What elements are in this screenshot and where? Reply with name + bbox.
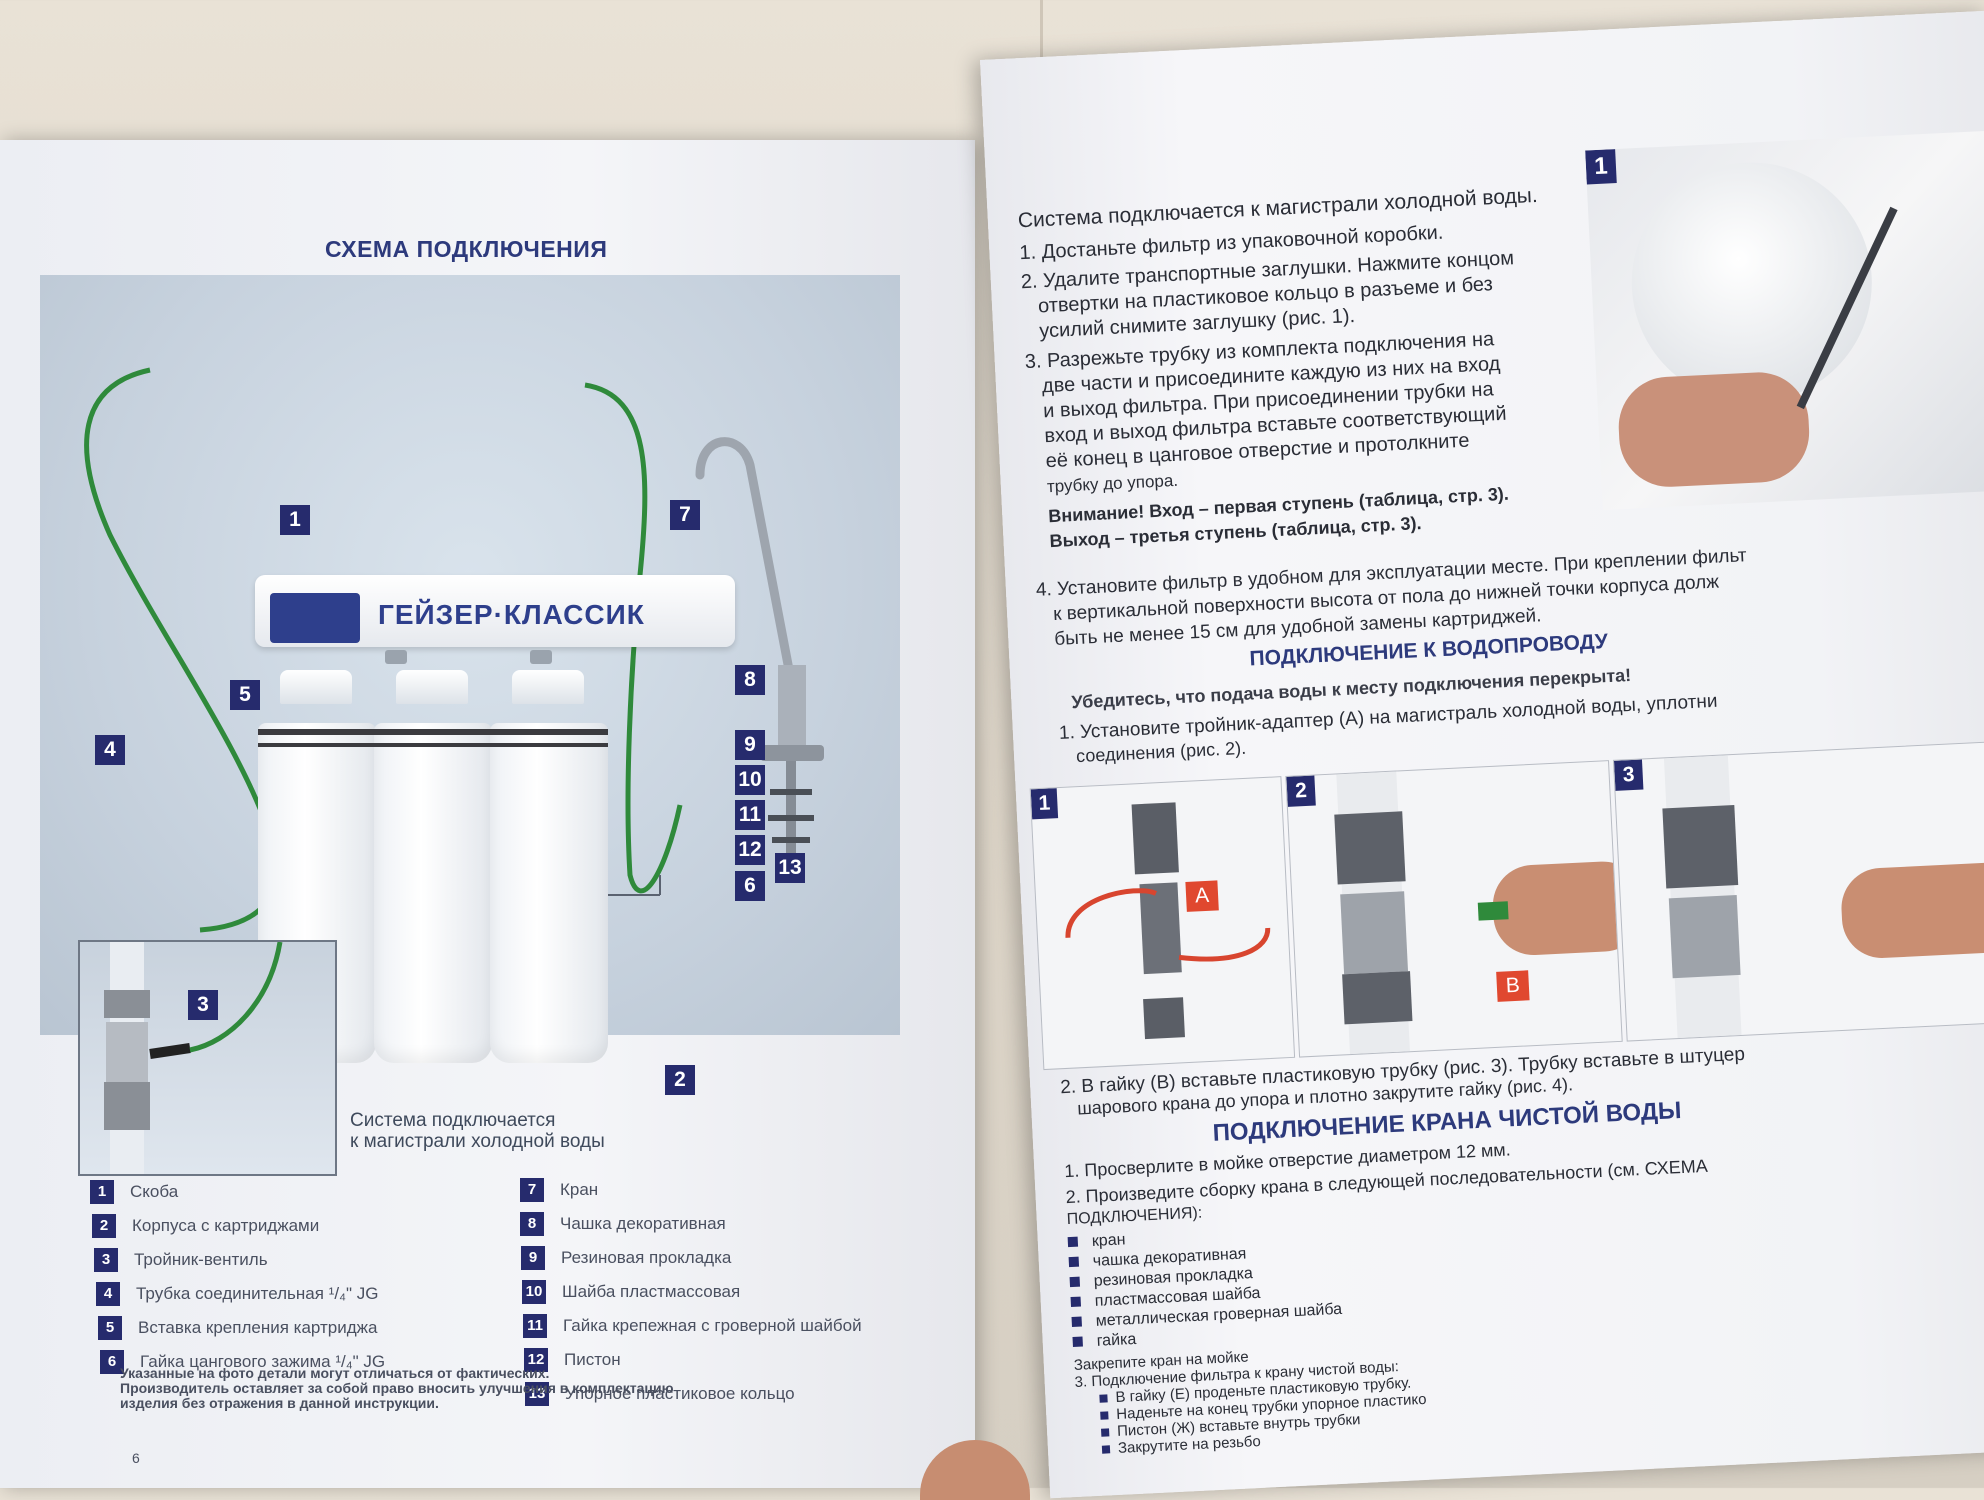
cartridge-insert (512, 670, 584, 704)
faucet-parts-list: кран чашка декоративная резиновая прокла… (1067, 1220, 1343, 1353)
callout-11: 11 (735, 800, 765, 830)
figure-1-photo: 1 (1585, 130, 1984, 511)
page-number: 6 (132, 1450, 140, 1466)
filter-photo: ГЕЙЗЕР·КЛАССИК 1 7 5 4 8 9 10 11 12 13 6… (40, 275, 900, 1095)
right-page: Система подключается к магистрали холодн… (980, 10, 1984, 1499)
callout-7: 7 (670, 500, 700, 530)
callout-8: 8 (735, 665, 765, 695)
disclaimer-line: изделия без отражения в данной инструкци… (120, 1395, 439, 1411)
callout-1: 1 (280, 505, 310, 535)
callout-10: 10 (735, 765, 765, 795)
schema-heading: СХЕМА ПОДКЛЮЧЕНИЯ (325, 236, 608, 262)
faucet-tail: Закрепите кран на мойке 3. Подключение ф… (1073, 1340, 1428, 1459)
callout-4: 4 (95, 735, 125, 765)
cartridge-housing (490, 723, 608, 1063)
callout-5: 5 (230, 680, 260, 710)
faucet-illustration (695, 437, 824, 881)
brand-logo (270, 593, 360, 643)
step-line: трубку до упора. (1046, 470, 1179, 497)
cartridge-insert (280, 670, 352, 704)
figure-adapter-1: 1 A (1029, 776, 1296, 1071)
tee-valve-illustration (104, 941, 283, 1174)
disclaimer-line: Производитель оставляет за собой право в… (120, 1380, 674, 1396)
figure-number: 1 (1030, 788, 1059, 820)
figure-number: 3 (1613, 759, 1644, 791)
marker-b: B (1496, 970, 1530, 1002)
cartridge-housing (374, 723, 492, 1063)
photo-caption: Система подключается к магистрали холодн… (350, 1110, 605, 1152)
callout-6: 6 (735, 871, 765, 901)
caption-line: к магистрали холодной воды (350, 1131, 605, 1152)
figure-number: 2 (1286, 775, 1316, 807)
marker-a: A (1185, 880, 1219, 912)
disclaimer-line: Указанные на фото детали могут отличатьс… (120, 1365, 550, 1381)
callout-13: 13 (775, 853, 805, 883)
callout-12: 12 (735, 835, 765, 865)
cartridge-insert (396, 670, 468, 704)
brand-name: ГЕЙЗЕР·КЛАССИК (378, 599, 645, 630)
left-page: СХЕМА ПОДКЛЮЧЕНИЯ ГЕЙЗЕР·КЛАССИК (0, 140, 975, 1488)
figure-number: 1 (1585, 149, 1617, 185)
caption-line: Система подключается (350, 1110, 556, 1131)
callout-9: 9 (735, 730, 765, 760)
rotation-arrows (1065, 888, 1271, 962)
tee-valve-inset: 3 (78, 940, 337, 1176)
bracket-screw (530, 650, 552, 664)
figure-adapter-2: 2 B (1285, 760, 1623, 1058)
callout-3: 3 (188, 990, 218, 1020)
callout-2: 2 (665, 1065, 695, 1095)
intro-text: Система подключается к магистрали холодн… (1017, 183, 1539, 233)
disclaimer: Указанные на фото детали могут отличатьс… (120, 1366, 890, 1411)
bracket-screw (385, 650, 407, 664)
figure-adapter-3: 3 (1612, 739, 1984, 1042)
